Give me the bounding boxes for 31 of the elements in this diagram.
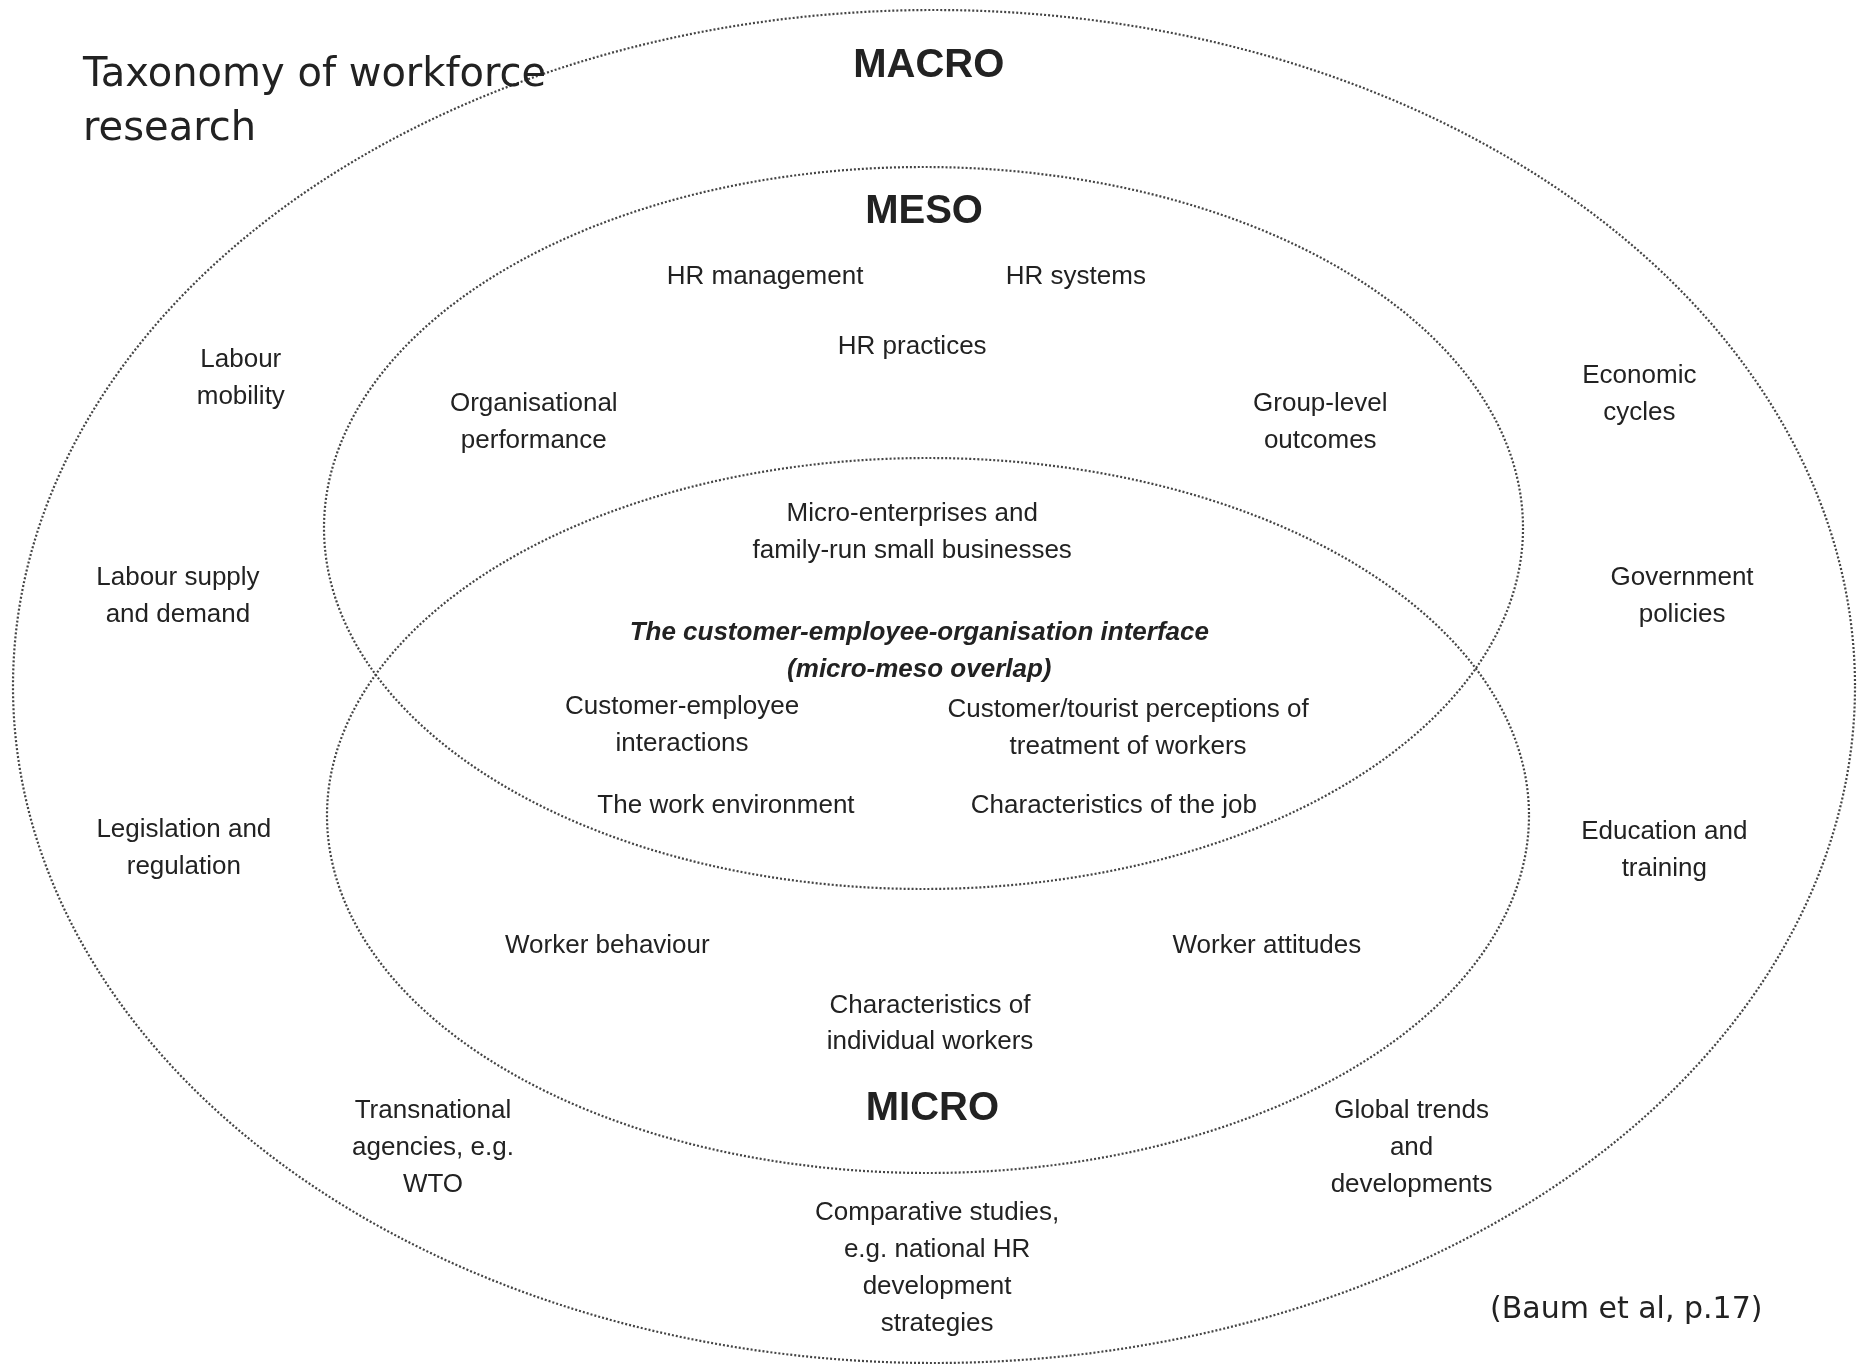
level-heading: MICRO	[865, 1083, 999, 1129]
topic-label: Characteristics of individual workers	[825, 987, 1035, 1058]
level-ellipse	[326, 457, 1530, 1174]
topic-label: Organisational performance	[448, 386, 619, 457]
topic-label: Transnational agencies, e.g. WTO	[351, 1092, 515, 1200]
level-ellipse	[323, 166, 1524, 890]
topic-label: HR practices	[837, 328, 987, 362]
topic-label: Comparative studies, e.g. national HR development strategies	[814, 1195, 1061, 1339]
topic-label: Labour mobility	[195, 342, 286, 413]
topic-label: Group-level outcomes	[1252, 386, 1389, 457]
topic-label: HR systems	[1005, 258, 1146, 292]
topic-label: Global trends and developments	[1329, 1092, 1494, 1200]
topic-label: Customer/tourist perceptions of treatment of workers	[946, 692, 1310, 763]
level-heading: MESO	[865, 186, 983, 232]
topic-label: Labour supply and demand	[95, 560, 261, 631]
topic-label: Education and training	[1580, 814, 1749, 885]
topic-label: Legislation and regulation	[95, 812, 273, 882]
topic-label: Worker behaviour	[505, 927, 710, 961]
topic-label: The work environment	[597, 787, 855, 821]
source-caption: (Baum et al, p.17)	[1490, 1290, 1763, 1325]
topic-label: Economic cycles	[1581, 357, 1698, 428]
topic-label: Customer-employee interactions	[564, 688, 801, 759]
topic-label: Characteristics of the job	[970, 787, 1257, 821]
topic-label: Worker attitudes	[1172, 927, 1362, 961]
topic-label: Micro-enterprises and family-run small businesses	[752, 496, 1073, 567]
level-heading: MACRO	[853, 40, 1005, 86]
level-ellipse	[12, 9, 1856, 1364]
topic-label: HR management	[666, 258, 864, 292]
diagram-title: Taxonomy of workforce research	[83, 48, 548, 151]
overlap-heading: The customer-employee-organisation interface (micro-meso overlap)	[628, 615, 1210, 686]
topic-label: Government policies	[1609, 560, 1755, 631]
